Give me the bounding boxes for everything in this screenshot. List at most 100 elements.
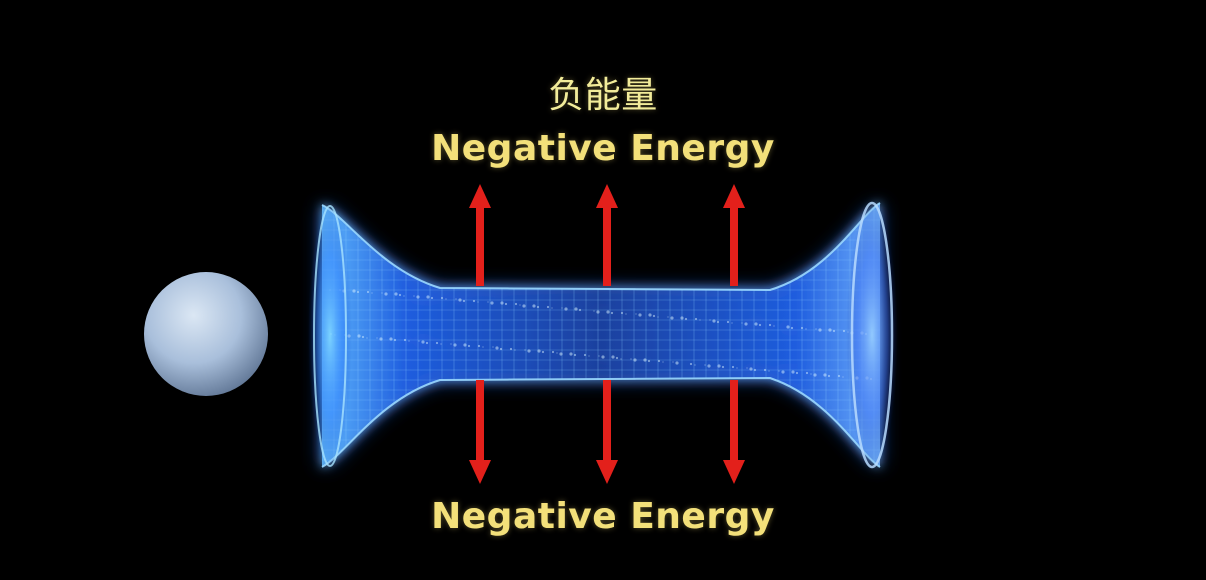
mesh-speck (648, 313, 652, 317)
mesh-speck (482, 346, 484, 348)
mesh-speck (413, 295, 415, 297)
mesh-speck (647, 359, 651, 363)
mesh-speck (827, 374, 831, 378)
mesh-speck (514, 302, 518, 306)
wormhole-left-mouth (308, 204, 352, 468)
mesh-speck (458, 298, 462, 302)
mesh-speck (601, 355, 605, 359)
mesh-speck (741, 322, 743, 324)
arrow-up-icon (469, 184, 491, 286)
mesh-speck (487, 301, 489, 303)
mesh-speck (795, 371, 799, 375)
mesh-speck (569, 352, 573, 356)
mesh-speck (716, 320, 720, 324)
sphere-icon (144, 272, 268, 396)
mesh-speck (731, 322, 733, 324)
mesh-speck (805, 328, 807, 330)
mesh-speck (684, 317, 688, 321)
mesh-speck (736, 367, 738, 369)
mesh-speck (384, 292, 388, 296)
mesh-speck (527, 349, 531, 353)
mesh-speck (657, 316, 659, 318)
mesh-speck (709, 319, 711, 321)
mesh-speck (635, 313, 637, 315)
mesh-speck (537, 349, 541, 353)
mesh-speck (500, 301, 504, 305)
arrow-down-icon (596, 380, 618, 484)
mesh-speck (462, 299, 466, 303)
mesh-speck (477, 344, 481, 348)
mesh-speck (657, 359, 661, 363)
mesh-speck (823, 373, 827, 377)
mesh-speck (573, 353, 577, 357)
mesh-speck (810, 373, 812, 375)
mesh-speck (564, 307, 568, 311)
mesh-speck (536, 305, 540, 309)
mesh-speck (746, 367, 748, 369)
title-chinese: 负能量 (548, 75, 658, 116)
mesh-speck (574, 307, 578, 311)
mesh-speck (749, 367, 753, 371)
mesh-speck (699, 319, 701, 321)
mesh-speck (680, 316, 684, 320)
mesh-speck (620, 311, 624, 315)
mesh-speck (394, 292, 398, 296)
mesh-speck (717, 364, 721, 368)
wormhole-tube (321, 202, 881, 468)
mesh-speck (754, 322, 758, 326)
mesh-speck (791, 370, 795, 374)
mesh-speck (445, 298, 447, 300)
mesh-speck (763, 368, 767, 372)
mesh-speck (667, 316, 669, 318)
mesh-speck (758, 323, 762, 327)
mesh-speck (828, 328, 832, 332)
mesh-speck (744, 322, 748, 326)
mesh-speck (588, 355, 590, 357)
mesh-speck (403, 295, 405, 297)
mesh-speck (495, 346, 499, 350)
mesh-speck (522, 304, 526, 308)
mesh-speck (499, 347, 503, 351)
mesh-speck (472, 299, 476, 303)
mesh-speck (768, 370, 770, 372)
mesh-speck (450, 343, 452, 345)
mesh-speck (425, 341, 429, 345)
arrows-down (469, 380, 745, 484)
mesh-speck (805, 371, 809, 375)
arrows-up (469, 184, 745, 286)
mesh-speck (408, 340, 410, 342)
arrow-down-icon (469, 380, 491, 484)
mesh-speck (773, 325, 775, 327)
mesh-speck (815, 328, 817, 330)
mesh-speck (381, 292, 383, 294)
mesh-speck (356, 290, 360, 294)
mesh-speck (559, 352, 563, 356)
mesh-speck (712, 319, 716, 323)
wormhole-right-mouth (846, 201, 898, 469)
mesh-speck (403, 338, 407, 342)
mesh-speck (477, 301, 479, 303)
mesh-speck (786, 325, 790, 329)
mesh-speck (662, 361, 664, 363)
mesh-speck (694, 364, 696, 366)
mesh-speck (455, 298, 457, 300)
mesh-speck (638, 313, 642, 317)
mesh-speck (832, 329, 836, 333)
mesh-speck (813, 373, 817, 377)
mesh-speck (357, 334, 361, 338)
mesh-speck (361, 335, 365, 339)
label-negative-energy-bottom: Negative Energy (431, 496, 775, 537)
mesh-speck (578, 308, 582, 312)
mesh-speck (561, 307, 563, 309)
arrow-down-icon (723, 380, 745, 484)
mesh-speck (467, 344, 471, 348)
mesh-speck (606, 310, 610, 314)
mesh-speck (790, 326, 794, 330)
mesh-speck (842, 329, 846, 333)
mesh-speck (598, 355, 600, 357)
mesh-speck (778, 370, 780, 372)
mesh-speck (398, 293, 402, 297)
mesh-speck (519, 304, 521, 306)
mesh-speck (842, 376, 844, 378)
mesh-speck (615, 356, 619, 360)
